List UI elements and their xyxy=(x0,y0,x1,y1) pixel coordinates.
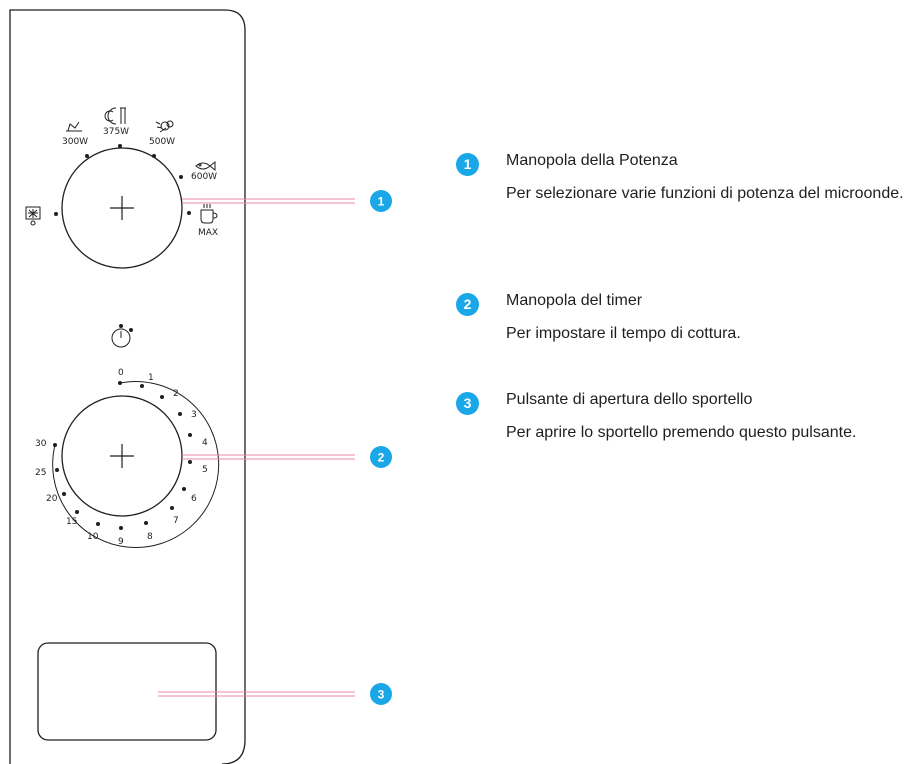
melt-icon xyxy=(66,121,82,132)
timer-dial[interactable] xyxy=(61,395,183,517)
leader-lines xyxy=(158,198,355,697)
legend-desc-2: Per impostare il tempo di cottura. xyxy=(506,325,741,342)
timer-label-5: 5 xyxy=(202,465,208,475)
leader-line-1 xyxy=(182,198,355,204)
timer-label-20: 20 xyxy=(46,494,58,504)
legend-item-door-button: 3 Pulsante di apertura dello sportello P… xyxy=(456,390,919,444)
fish-icon xyxy=(195,160,216,172)
leader-line-3 xyxy=(158,691,355,697)
timer-label-10: 10 xyxy=(87,532,99,542)
callout-marker-3-number: 3 xyxy=(378,688,385,702)
legend-desc-3: Per aprire lo sportello premendo questo … xyxy=(506,424,857,441)
legend-badge-2: 2 xyxy=(456,293,479,316)
callout-legend: 1 Manopola della Potenza Per selezionare… xyxy=(456,146,919,444)
power-dial[interactable] xyxy=(61,147,183,269)
power-label-375w: 375W xyxy=(103,127,129,137)
power-dial-dots xyxy=(54,144,191,216)
legend-item-power-knob: 1 Manopola della Potenza Per selezionare… xyxy=(456,151,919,286)
leader-line-2 xyxy=(182,454,355,460)
timer-label-9: 9 xyxy=(118,537,124,547)
callout-marker-3 xyxy=(370,683,392,705)
power-label-300w: 300W xyxy=(62,137,88,147)
legend-title-3: Pulsante di apertura dello sportello xyxy=(506,391,753,408)
callout-marker-2-number: 2 xyxy=(378,451,385,465)
timer-label-7: 7 xyxy=(173,516,179,526)
cup-icon xyxy=(200,204,218,224)
power-label-max: MAX xyxy=(198,228,218,238)
timer-label-25: 25 xyxy=(35,468,46,478)
callout-marker-1 xyxy=(370,190,392,212)
timer-label-30: 30 xyxy=(35,439,47,449)
plate-cutlery-icon xyxy=(104,107,126,125)
steam-vegetables-icon xyxy=(155,120,174,133)
timer-label-8: 8 xyxy=(147,532,153,542)
callout-markers: 1 2 3 xyxy=(370,190,392,705)
stopwatch-icon xyxy=(111,324,133,348)
callout-marker-1-number: 1 xyxy=(378,195,385,209)
legend-item-timer-knob: 2 Manopola del timer Per impostare il te… xyxy=(456,291,919,385)
legend-title-1: Manopola della Potenza xyxy=(506,152,678,169)
timer-dial-dots xyxy=(53,381,192,530)
timer-label-15: 15 xyxy=(66,517,77,527)
callout-marker-2 xyxy=(370,446,392,468)
timer-label-3: 3 xyxy=(191,410,197,420)
control-panel-outline xyxy=(9,9,246,764)
legend-title-2: Manopola del timer xyxy=(506,292,643,309)
power-dial-labels: 300W 375W 500W 600W MAX xyxy=(62,127,218,238)
power-label-600w: 600W xyxy=(191,172,217,182)
timer-label-4: 4 xyxy=(202,438,208,448)
legend-badge-3: 3 xyxy=(456,392,479,415)
power-label-500w: 500W xyxy=(149,137,175,147)
timer-label-0: 0 xyxy=(118,368,124,378)
legend-desc-1: Per selezionare varie funzioni di potenz… xyxy=(506,185,904,202)
timer-dial-scale-arc xyxy=(52,381,220,549)
timer-label-2: 2 xyxy=(173,389,179,399)
defrost-icon xyxy=(25,206,41,226)
legend-badge-1: 1 xyxy=(456,153,479,176)
timer-dial-labels: 0 1 2 3 4 5 6 7 8 9 10 15 20 25 30 xyxy=(35,368,208,547)
timer-label-6: 6 xyxy=(191,494,197,504)
timer-label-1: 1 xyxy=(148,373,154,383)
